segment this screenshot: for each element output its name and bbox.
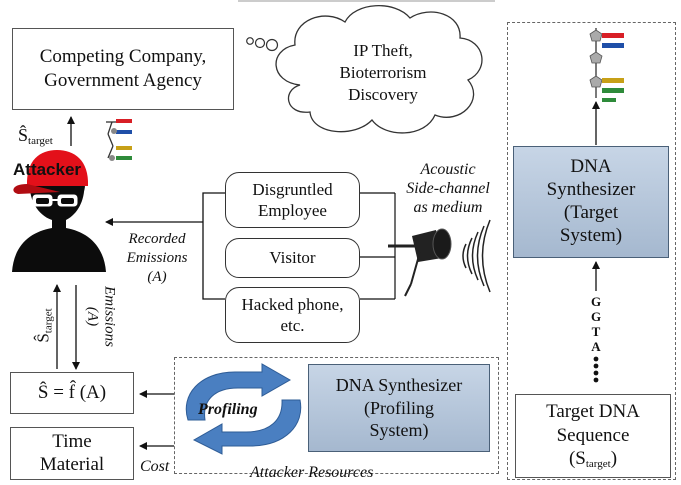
recorded-emissions-label: Recorded Emissions (A) — [112, 230, 202, 286]
s-hat-vertical-symbol: Ŝ — [33, 333, 53, 343]
target-synth-line-4: System) — [559, 224, 623, 246]
recorded-line-3: (A) — [147, 268, 167, 285]
sequence-letter: G — [590, 309, 602, 324]
material-label: Material — [39, 453, 105, 475]
phone-line-2: etc. — [280, 316, 305, 335]
s-hat-symbol: Ŝ — [18, 125, 29, 145]
profiling-cycle-arrows — [185, 363, 302, 455]
target-dna-line-2: Sequence — [556, 424, 630, 446]
channel-bracket — [202, 192, 225, 300]
target-dna-line-3: (Starget) — [569, 447, 617, 472]
estimate-formula: Ŝ = f̂ (A) — [37, 382, 107, 404]
target-dna-prefix: (S — [568, 448, 586, 470]
hacked-phone-box: Hacked phone, etc. — [225, 287, 360, 343]
cloud-line-3: Discovery — [348, 85, 418, 105]
sequence-letter: A — [591, 339, 601, 354]
s-hat-vertical-sub: target — [42, 308, 55, 334]
profiling-synth-line-2: (Profiling — [364, 397, 434, 418]
visitor-box: Visitor — [225, 238, 360, 278]
estimate-function-box: Ŝ = f̂ (A) — [10, 372, 134, 414]
emissions-line-1: Emissions — [101, 286, 118, 347]
profiling-synth-line-3: System) — [369, 420, 429, 441]
cloud-line-2: Bioterrorism — [339, 63, 427, 83]
employee-line-2: Employee — [258, 201, 327, 220]
thought-cloud-shape — [275, 5, 483, 134]
profiling-label: Profiling — [198, 401, 258, 418]
dna-strands-icon-right — [589, 28, 624, 102]
target-synth-line-1: DNA — [570, 156, 612, 178]
attacker-figure — [12, 150, 106, 272]
time-label: Time — [52, 430, 92, 452]
profiling-synth-line-1: DNA Synthesizer — [335, 375, 463, 396]
attacker-resources-region — [174, 357, 499, 474]
competing-line-1: Competing Company, — [39, 46, 207, 68]
dna-strands-icon-left — [106, 119, 132, 161]
target-dna-sequence-box: Target DNA Sequence (Starget) — [515, 394, 671, 478]
employee-line-1: Disgruntled — [252, 179, 333, 199]
emissions-line-2: (A) — [85, 306, 101, 327]
microphone-icon — [388, 228, 452, 297]
phone-line-1: Hacked phone, — [241, 294, 344, 314]
recorded-line-1: Recorded — [128, 231, 186, 247]
s-hat-target-vertical: Ŝtarget — [34, 296, 55, 356]
cost-label: Cost — [140, 458, 170, 475]
acoustic-line-2: Side-channel — [406, 180, 490, 198]
attacker-resources-label: Attacker Resources — [250, 464, 374, 481]
dna-synthesizer-profiling-box: DNA Synthesizer (Profiling System) — [308, 364, 490, 452]
s-hat-target-label: Ŝtarget — [18, 125, 53, 147]
acoustic-line-3: as medium — [413, 199, 483, 217]
dna-synthesizer-target-box: DNA Synthesizer (Target System) — [513, 146, 669, 258]
acoustic-label: Acoustic Side-channel as medium — [398, 160, 498, 218]
target-side-region — [507, 22, 676, 480]
competing-line-2: Government Agency — [44, 70, 202, 91]
sound-waves-icon — [462, 219, 491, 293]
target-dna-sub: target — [585, 458, 611, 471]
sequence-letter: G — [590, 294, 602, 309]
target-synth-line-2: Synthesizer — [546, 179, 636, 201]
disgruntled-employee-box: Disgruntled Employee — [225, 172, 360, 228]
thought-cloud-text: IP Theft, Bioterrorism Discovery — [318, 40, 448, 106]
target-dna-suffix: ) — [610, 448, 618, 470]
sequence-letter: T — [591, 324, 601, 339]
competing-company-box: Competing Company, Government Agency — [12, 28, 234, 110]
sequence-letters: G G T A — [589, 294, 603, 354]
time-material-box: Time Material — [10, 427, 134, 480]
cloud-line-1: IP Theft, — [353, 41, 413, 60]
target-synth-line-3: (Target — [563, 202, 619, 223]
recorded-line-2: Emissions — [126, 249, 188, 266]
visitor-label: Visitor — [269, 248, 316, 268]
emissions-vertical-label: Emissions (A) — [85, 272, 118, 362]
attacker-label: Attacker — [13, 160, 82, 179]
target-dna-line-1: Target DNA — [546, 400, 640, 422]
s-hat-sub: target — [28, 135, 53, 147]
acoustic-line-1: Acoustic — [420, 161, 476, 178]
thought-bubbles — [246, 37, 279, 52]
